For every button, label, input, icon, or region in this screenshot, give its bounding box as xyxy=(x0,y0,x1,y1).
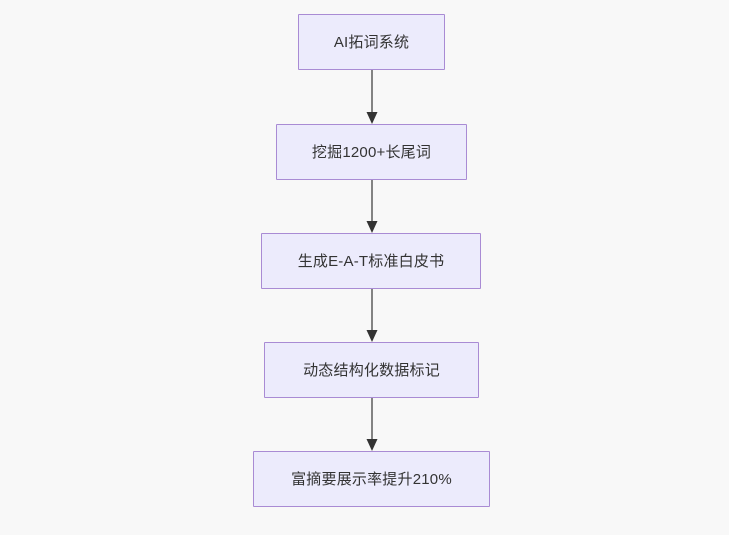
flow-arrow-n4-to-n5 xyxy=(364,398,380,451)
flow-node-label: 生成E-A-T标准白皮书 xyxy=(297,252,445,270)
flow-arrow-n2-to-n3 xyxy=(364,180,380,233)
flow-arrow-n3-to-n4 xyxy=(364,289,380,342)
flow-node-rich-snippet-impression-rate[interactable]: 富摘要展示率提升210% xyxy=(253,451,490,507)
flow-node-mine-longtail-keywords[interactable]: 挖掘1200+长尾词 xyxy=(276,124,467,180)
flow-node-ai-keyword-system[interactable]: AI拓词系统 xyxy=(298,14,445,70)
flow-node-dynamic-structured-data-markup[interactable]: 动态结构化数据标记 xyxy=(264,342,479,398)
flow-node-generate-eat-whitepaper[interactable]: 生成E-A-T标准白皮书 xyxy=(261,233,481,289)
flow-arrow-n1-to-n2 xyxy=(364,70,380,124)
flow-node-label: 挖掘1200+长尾词 xyxy=(311,143,432,161)
flow-node-label: 富摘要展示率提升210% xyxy=(291,470,452,488)
flow-node-label: 动态结构化数据标记 xyxy=(303,361,440,379)
flow-node-label: AI拓词系统 xyxy=(333,33,410,51)
